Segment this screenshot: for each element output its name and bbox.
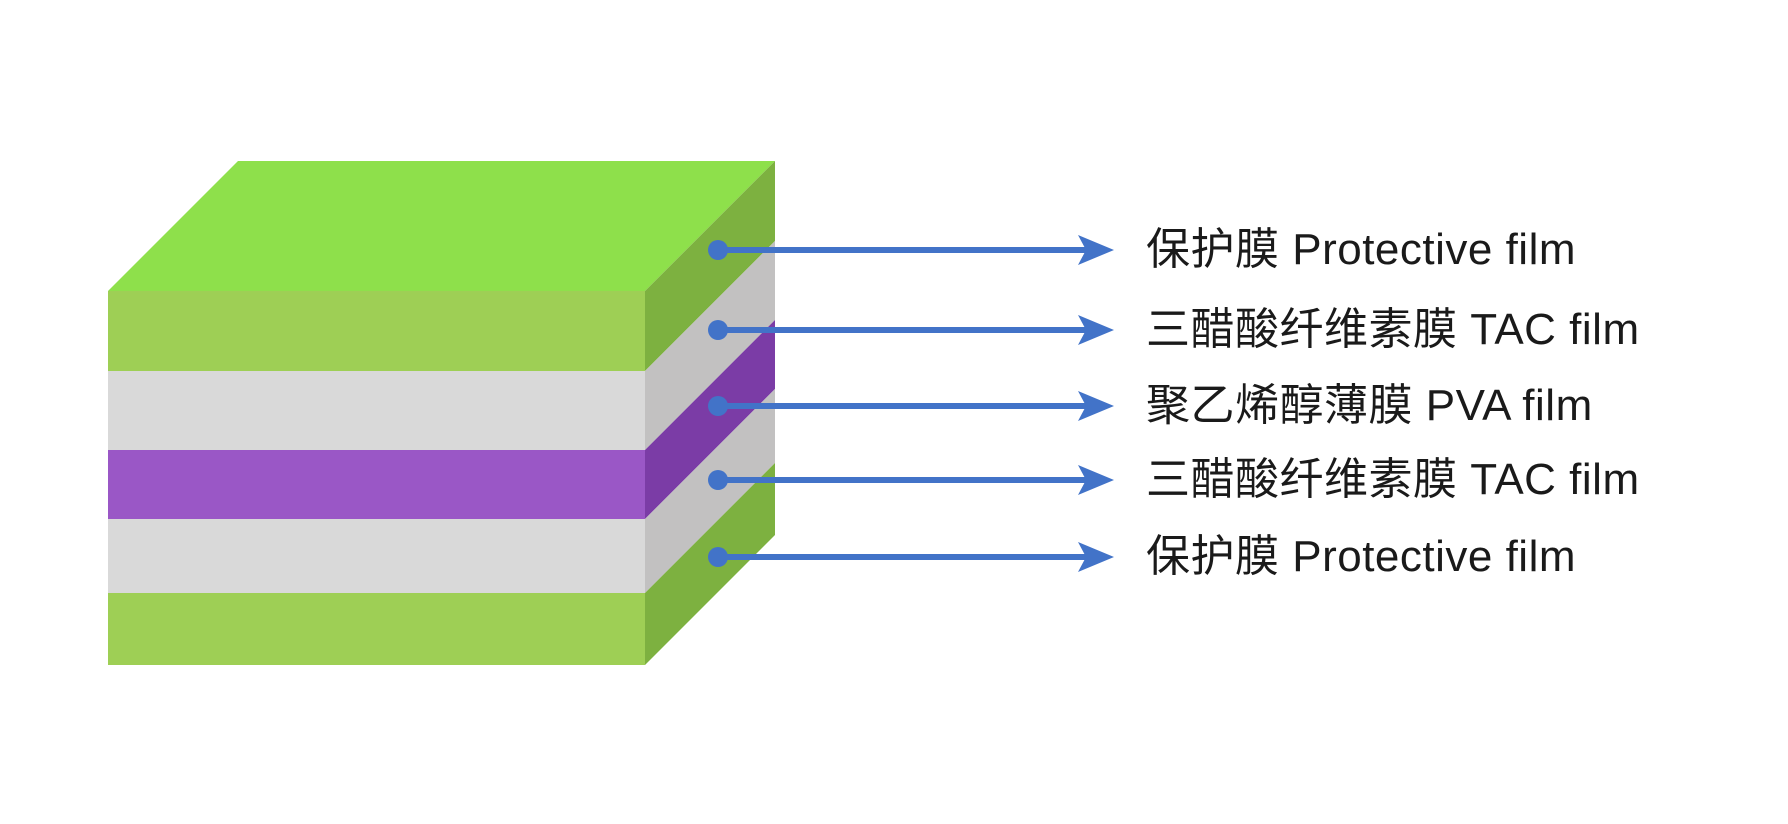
layer-4-front-face xyxy=(108,519,645,593)
layer-2-side-face xyxy=(645,241,775,450)
leader-arrowhead-5 xyxy=(1078,542,1114,572)
stack-top-face xyxy=(108,161,775,291)
layer-3-side-face xyxy=(645,320,775,519)
layer-label-protective-film-bottom: 保护膜 Protective film xyxy=(1146,531,1577,581)
leader-2 xyxy=(708,315,1114,345)
leader-1 xyxy=(708,235,1114,265)
layer-1-front-face xyxy=(108,291,645,371)
layer-2-front-face xyxy=(108,371,645,450)
leader-5 xyxy=(708,542,1114,572)
leader-arrowhead-4 xyxy=(1078,465,1114,495)
leader-4 xyxy=(708,465,1114,495)
leader-arrowhead-3 xyxy=(1078,391,1114,421)
leader-arrowhead-2 xyxy=(1078,315,1114,345)
layer-5-side-face xyxy=(645,463,775,665)
layer-4-side-face xyxy=(645,389,775,593)
leader-arrowhead-1 xyxy=(1078,235,1114,265)
layer-label-tac-film-upper: 三醋酸纤维素膜 TAC film xyxy=(1146,304,1640,354)
layer-5-front-face xyxy=(108,593,645,665)
layer-1-side-face xyxy=(645,161,775,371)
layer-label-pva-film: 聚乙烯醇薄膜 PVA film xyxy=(1146,380,1593,430)
layer-label-tac-film-lower: 三醋酸纤维素膜 TAC film xyxy=(1146,454,1640,504)
leader-3 xyxy=(708,391,1114,421)
layer-label-protective-film-top: 保护膜 Protective film xyxy=(1146,224,1577,274)
layer-3-front-face xyxy=(108,450,645,519)
